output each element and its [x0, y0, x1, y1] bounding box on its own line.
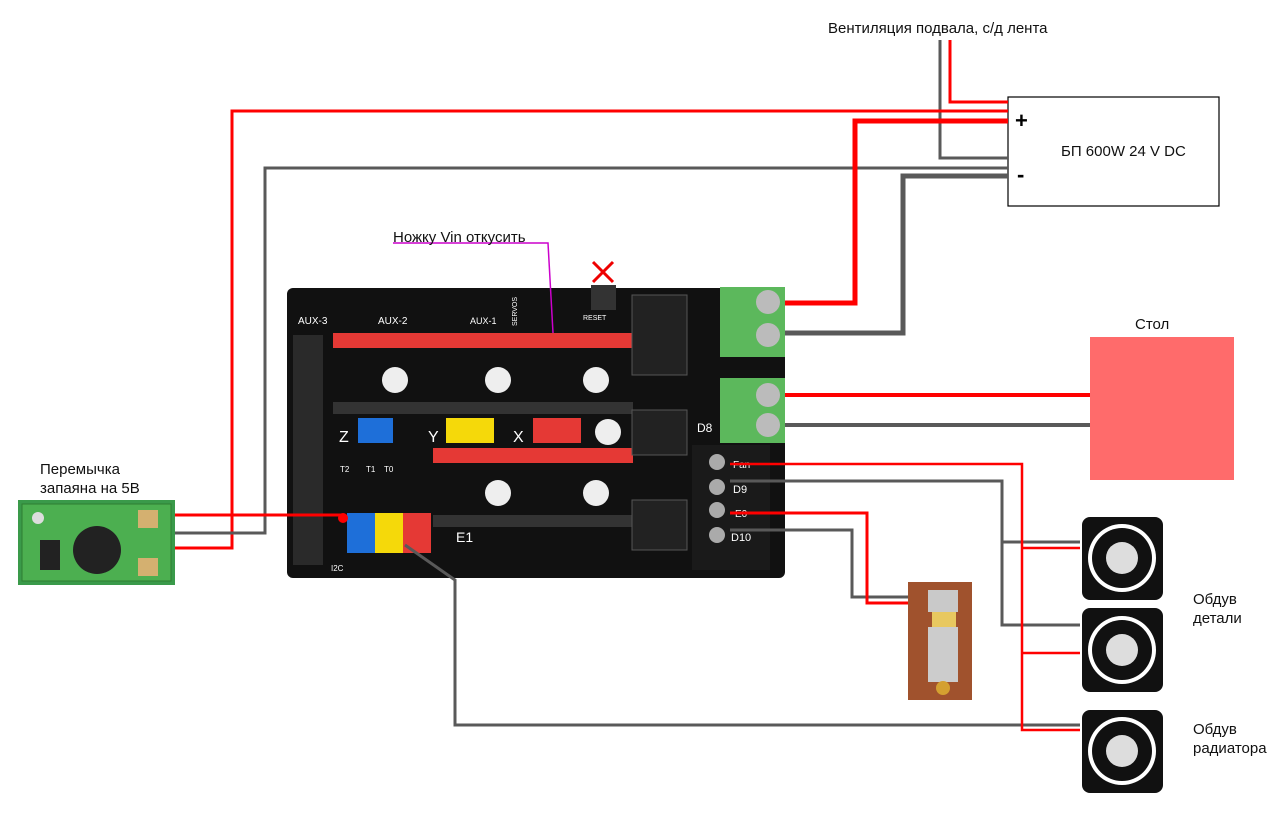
silk-aux1: AUX-1 [470, 316, 497, 326]
hotend-d10-wire [730, 528, 910, 599]
heatsink-fan-negative-wire [404, 543, 1080, 727]
vin-note-pointer [393, 242, 554, 334]
heatsink-fan-label: Обдув радиатора [1193, 720, 1267, 758]
fan-icon [1082, 710, 1163, 793]
silk-x: X [513, 429, 524, 446]
silk-aux3: AUX-3 [298, 316, 328, 327]
vin-note-label: Ножку Vin откусить [393, 229, 526, 246]
module-positive-wire [175, 109, 1008, 550]
silk-t0: T0 [384, 465, 394, 474]
fan-icon [1082, 517, 1163, 600]
silk-servos: SERVOS [512, 297, 519, 326]
psu-plus-label: + [1015, 108, 1028, 133]
silk-i2c: I2C [331, 564, 344, 573]
jumper-label-line2: запаяна на 5В [40, 480, 140, 497]
psu-minus-label: - [1017, 162, 1025, 187]
bed-block [1090, 337, 1234, 480]
silk-d10: D10 [731, 532, 751, 544]
jumper-label-line1: Перемычка [40, 461, 120, 478]
silk-d8: D8 [697, 421, 713, 435]
hotend-e-positive-wire [730, 511, 910, 605]
wires [175, 40, 1090, 732]
part-fan-label-line1: Обдув [1193, 591, 1237, 608]
fan-d9-negative-wire [730, 479, 1080, 544]
ventilation-label: Вентиляция подвала, с/д лента [828, 20, 1048, 37]
jumper-solder-point [338, 513, 348, 523]
part-fan-label: Обдув детали [1193, 590, 1242, 628]
silk-y: Y [428, 429, 439, 446]
fan-d9-negative-wire-2 [1000, 542, 1080, 627]
silk-t1: T1 [366, 465, 376, 474]
board-image [287, 285, 785, 578]
fan-positive-wire [730, 462, 1080, 732]
fan-icon [1082, 608, 1163, 692]
psu-box [1007, 96, 1220, 207]
silk-d9: D9 [733, 484, 747, 496]
heatsink-fan-label-line2: радиатора [1193, 740, 1267, 757]
silk-t2: T2 [340, 465, 350, 474]
board-power-negative-wire [785, 173, 1008, 336]
silk-z: Z [339, 429, 349, 446]
step-down-module-image [18, 500, 175, 585]
module-negative-wire [175, 166, 1008, 535]
board-power-positive-wire [785, 118, 1008, 306]
reset-button-removed-x-icon [591, 260, 615, 284]
part-fan-label-line2: детали [1193, 610, 1242, 627]
silk-aux2: AUX-2 [378, 316, 408, 327]
bed-label: Стол [1135, 316, 1170, 333]
hotend-image [908, 582, 972, 700]
silk-reset: RESET [583, 315, 607, 322]
silk-fan: Fan [733, 460, 750, 471]
ventilation-positive-wire [948, 40, 1008, 104]
psu-label: БП 600W 24 V DC [1061, 143, 1186, 160]
silk-e1: E1 [456, 529, 473, 545]
ventilation-negative-wire [938, 40, 1008, 160]
jumper-label: Перемычка запаяна на 5В [40, 460, 140, 498]
heatsink-fan-label-line1: Обдув [1193, 721, 1237, 738]
